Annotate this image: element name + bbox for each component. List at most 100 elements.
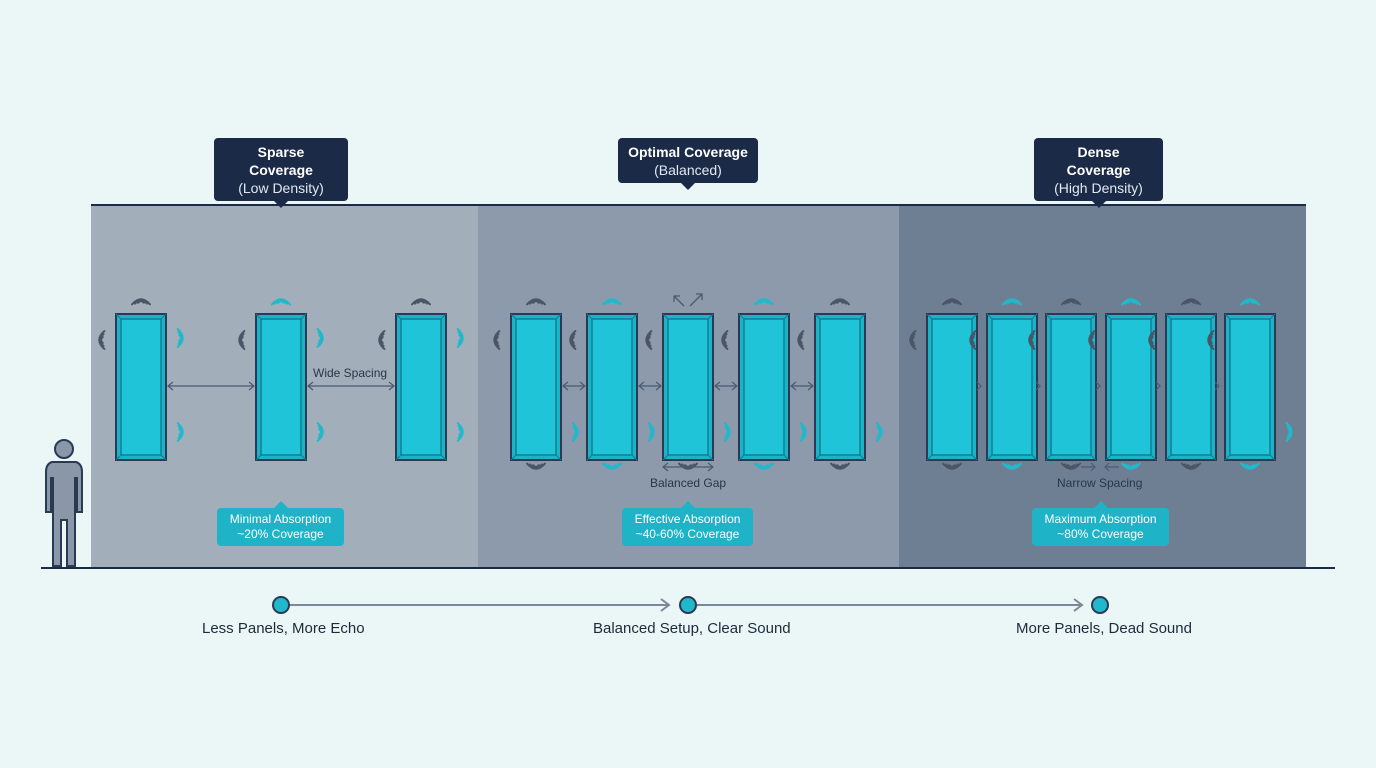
zone-optimal-callout-line1: Effective Absorption	[634, 512, 741, 526]
zone-dense-title-tag: Dense Coverage (High Density)	[1034, 138, 1163, 208]
timeline-dot-dense	[1091, 596, 1109, 614]
sound-wave-icon	[875, 422, 883, 442]
panel-sparse-2	[255, 313, 307, 461]
sound-wave-icon	[721, 330, 729, 350]
spacing-arrow-icon	[976, 381, 982, 391]
timeline-arrow-2	[1073, 598, 1084, 612]
zone-sparse-callout-line1: Minimal Absorption	[229, 512, 332, 526]
sound-wave-icon	[1207, 330, 1215, 350]
timeline-dot-sparse	[272, 596, 290, 614]
sound-wave-icon	[271, 298, 291, 306]
sound-wave-icon	[1028, 330, 1036, 350]
person-icon	[45, 439, 83, 567]
spacing-arrow-icon	[1214, 381, 1220, 391]
timeline-dot-optimal	[679, 596, 697, 614]
sound-wave-icon	[526, 298, 546, 306]
sound-wave-icon	[1240, 298, 1260, 306]
zone-sparse-subtitle: (Low Density)	[238, 180, 324, 196]
timeline-arrow-1	[660, 598, 671, 612]
sound-wave-icon	[176, 328, 184, 348]
panel-dense-4	[1105, 313, 1157, 461]
sound-wave-icon	[1121, 462, 1141, 470]
sound-wave-icon	[493, 330, 501, 350]
spacing-arrow-icon	[1081, 462, 1119, 472]
bottom-label-sparse: Less Panels, More Echo	[202, 620, 365, 637]
sound-wave-icon	[602, 462, 622, 470]
sound-wave-icon	[411, 298, 431, 306]
panel-dense-6	[1224, 313, 1276, 461]
zone-optimal-callout-line2: ~40-60% Coverage	[635, 527, 740, 541]
sound-wave-icon	[799, 422, 807, 442]
sound-wave-icon	[1181, 298, 1201, 306]
sound-wave-icon	[176, 422, 184, 442]
spacing-arrow-icon	[167, 381, 255, 391]
sound-wave-icon	[942, 462, 962, 470]
sound-wave-icon	[647, 422, 655, 442]
sound-wave-icon	[1148, 330, 1156, 350]
sound-wave-icon	[645, 330, 653, 350]
panel-dense-3	[1045, 313, 1097, 461]
panels-layer	[98, 293, 1293, 472]
panel-sparse-3	[395, 313, 447, 461]
zone-sparse-callout-line2: ~20% Coverage	[237, 527, 324, 541]
spacing-arrow-icon	[1155, 381, 1161, 391]
zone-sparse-title-tag: Sparse Coverage (Low Density)	[214, 138, 348, 208]
spacing-arrow-icon	[562, 381, 586, 391]
sound-wave-icon	[969, 330, 977, 350]
sound-wave-icon	[830, 298, 850, 306]
spacing-arrow-icon	[714, 381, 738, 391]
spacing-arrow-icon	[790, 381, 814, 391]
sound-wave-icon	[942, 298, 962, 306]
sound-wave-icon	[316, 422, 324, 442]
sound-wave-icon	[98, 330, 106, 350]
sound-wave-icon	[131, 298, 151, 306]
sound-wave-icon	[456, 328, 464, 348]
sound-wave-icon	[526, 462, 546, 470]
wide-spacing-label: Wide Spacing	[313, 366, 388, 380]
panel-dense-1	[926, 313, 978, 461]
sound-wave-icon	[1181, 462, 1201, 470]
sound-wave-icon	[571, 422, 579, 442]
spacing-arrow-icon	[638, 381, 662, 391]
bottom-label-optimal: Balanced Setup, Clear Sound	[593, 620, 791, 637]
sound-wave-icon	[1121, 298, 1141, 306]
timeline-dots	[272, 596, 1109, 614]
zone-dense-callout-line1: Maximum Absorption	[1044, 512, 1157, 526]
reflection-arrow-icon	[673, 293, 703, 307]
zone-optimal-title-tag: Optimal Coverage (Balanced)	[618, 138, 758, 190]
panel-optimal-4	[738, 313, 790, 461]
narrow-spacing-label: Narrow Spacing	[1057, 476, 1143, 490]
zone-optimal-title: Optimal Coverage	[628, 144, 748, 160]
panel-sparse-1	[115, 313, 167, 461]
sound-wave-icon	[1240, 462, 1260, 470]
sound-wave-icon	[1061, 462, 1081, 470]
spacing-arrow-icon	[1035, 381, 1041, 391]
sound-wave-icon	[797, 330, 805, 350]
sound-wave-icon	[754, 298, 774, 306]
zone-dense-callout-line2: ~80% Coverage	[1057, 527, 1144, 541]
spacing-arrow-icon	[1095, 381, 1101, 391]
zone-dense-subtitle: (High Density)	[1054, 180, 1143, 196]
panel-dense-2	[986, 313, 1038, 461]
sound-wave-icon	[909, 330, 917, 350]
balanced-gap-label: Balanced Gap	[650, 476, 727, 490]
panel-optimal-1	[510, 313, 562, 461]
panel-optimal-5	[814, 313, 866, 461]
sound-wave-icon	[1285, 422, 1293, 442]
sound-wave-icon	[1088, 330, 1096, 350]
zone-optimal-callout: Effective Absorption ~40-60% Coverage	[622, 501, 753, 546]
sound-wave-icon	[723, 422, 731, 442]
zone-optimal-subtitle: (Balanced)	[654, 162, 722, 178]
sound-wave-icon	[1002, 298, 1022, 306]
zone-dense-callout: Maximum Absorption ~80% Coverage	[1032, 501, 1169, 546]
zone-sparse-callout: Minimal Absorption ~20% Coverage	[217, 501, 344, 546]
sound-wave-icon	[1061, 298, 1081, 306]
sound-wave-icon	[378, 330, 386, 350]
spacing-arrow-icon	[307, 381, 395, 391]
sound-wave-icon	[830, 462, 850, 470]
sound-wave-icon	[602, 298, 622, 306]
sound-wave-icon	[1002, 462, 1022, 470]
spacing-arrow-icon	[662, 462, 714, 472]
